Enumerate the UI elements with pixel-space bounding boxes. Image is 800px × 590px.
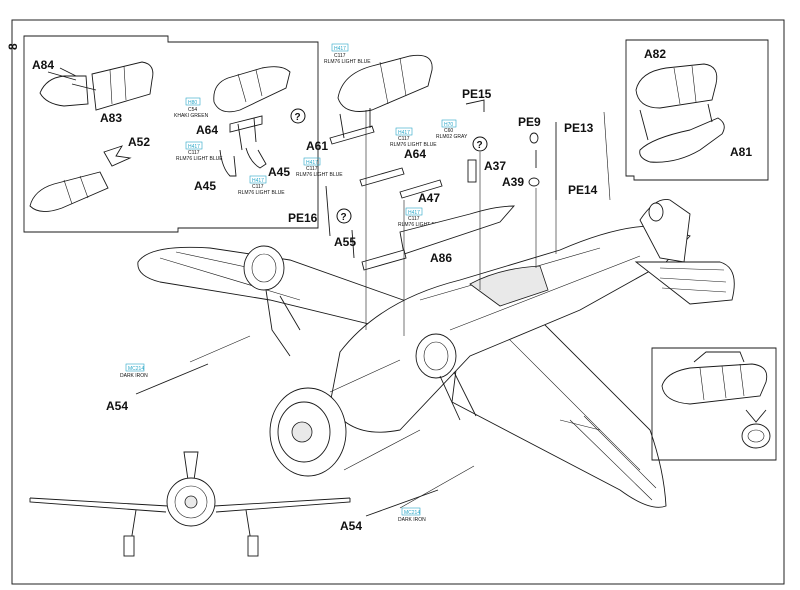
inset-box-top-right (625, 39, 769, 181)
color-callout-h70: H70 C60 RLM02 GRAY (436, 119, 468, 140)
svg-text:C117: C117 (408, 216, 420, 222)
label-a52: A52 (128, 135, 150, 149)
svg-text:MC214: MC214 (404, 510, 420, 516)
label-a86: A86 (430, 251, 452, 265)
part-a52-drawing (29, 145, 132, 212)
label-pe13: PE13 (564, 121, 594, 135)
inset-box-top-left (23, 35, 319, 233)
part-a54-rod-bottom (365, 489, 439, 517)
label-a45-left-b: A45 (268, 165, 290, 179)
svg-text:C117: C117 (306, 166, 318, 172)
svg-text:H417: H417 (398, 130, 410, 136)
label-a45-left-a: A45 (194, 179, 216, 193)
label-pe16: PE16 (288, 211, 318, 225)
label-a47: A47 (418, 191, 440, 205)
svg-text:C60: C60 (444, 128, 453, 134)
label-a61: A61 (306, 139, 328, 153)
svg-text:MC214: MC214 (128, 366, 144, 372)
part-a54-rod-left (135, 363, 209, 395)
svg-text:KHAKI GREEN: KHAKI GREEN (174, 113, 209, 119)
label-a81: A81 (730, 145, 752, 159)
aircraft-front-view (29, 451, 351, 557)
label-a54-left: A54 (106, 399, 128, 413)
label-a83: A83 (100, 111, 122, 125)
aircraft-main-drawing (137, 198, 735, 508)
svg-text:?: ? (477, 140, 483, 151)
part-drop-tank-center (337, 54, 433, 112)
part-a84-a83-drawing (39, 61, 154, 111)
label-a84: A84 (32, 58, 54, 72)
label-a37: A37 (484, 159, 506, 173)
label-a64-center: A64 (404, 147, 426, 161)
color-callout-mc214-b: MC214 DARK IRON (398, 507, 426, 523)
label-pe15: PE15 (462, 87, 492, 101)
svg-text:H417: H417 (306, 160, 318, 166)
color-callout-h417-f: H417 C117 RLM76 LIGHT BLUE (398, 207, 445, 228)
part-pe15 (465, 99, 485, 183)
color-callout-h417-a: H417 C117 RLM76 LIGHT BLUE (176, 141, 223, 162)
part-a64-bomb-drawing (213, 66, 291, 177)
part-a82-a81-drawing (635, 63, 725, 163)
svg-text:?: ? (295, 112, 301, 123)
svg-text:RLM02 GRAY: RLM02 GRAY (436, 134, 468, 140)
color-callout-h417-e: H417 C117 RLM76 LIGHT BLUE (296, 157, 343, 178)
svg-text:H80: H80 (188, 100, 197, 106)
label-a82: A82 (644, 47, 666, 61)
label-a39: A39 (502, 175, 524, 189)
svg-text:RLM76 LIGHT BLUE: RLM76 LIGHT BLUE (390, 142, 437, 148)
svg-text:C117: C117 (398, 136, 410, 142)
svg-text:C54: C54 (188, 107, 197, 113)
page-frame (11, 19, 785, 585)
svg-text:DARK IRON: DARK IRON (398, 517, 426, 523)
svg-text:RLM76 LIGHT BLUE: RLM76 LIGHT BLUE (324, 59, 371, 65)
part-pe16-rod (325, 185, 355, 259)
label-pe14: PE14 (568, 183, 598, 197)
svg-text:H417: H417 (334, 46, 346, 52)
color-callout-h417-d: H417 C117 RLM76 LIGHT BLUE (390, 127, 437, 148)
question-mark-icon: ? (336, 208, 352, 224)
svg-text:H70: H70 (444, 122, 453, 128)
svg-text:RLM76 LIGHT BLUE: RLM76 LIGHT BLUE (296, 172, 343, 178)
page-number: 8 (6, 43, 20, 50)
svg-text:C117: C117 (334, 53, 346, 59)
color-callout-h417-c: H417 C117 RLM76 LIGHT BLUE (324, 43, 371, 65)
svg-text:H417: H417 (252, 178, 264, 184)
svg-text:RLM76 LIGHT BLUE: RLM76 LIGHT BLUE (176, 156, 223, 162)
part-a86 (361, 205, 515, 271)
leader-lines (189, 110, 611, 509)
label-a55: A55 (334, 235, 356, 249)
svg-text:H417: H417 (188, 144, 200, 150)
svg-text:C117: C117 (188, 150, 200, 156)
svg-text:C117: C117 (252, 184, 264, 190)
color-callout-h80: H80 C54 KHAKI GREEN (174, 97, 209, 119)
color-callout-mc214-a: MC214 DARK IRON (120, 363, 148, 379)
color-callout-h417-b: H417 C117 RLM76 LIGHT BLUE (238, 175, 285, 196)
svg-text:?: ? (341, 212, 347, 223)
label-a64-left: A64 (196, 123, 218, 137)
svg-text:RLM76 LIGHT BLUE: RLM76 LIGHT BLUE (398, 222, 445, 228)
svg-text:RLM76 LIGHT BLUE: RLM76 LIGHT BLUE (238, 190, 285, 196)
svg-text:H417: H417 (408, 210, 420, 216)
label-pe9: PE9 (518, 115, 541, 129)
svg-text:DARK IRON: DARK IRON (120, 373, 148, 379)
label-a54-bottom: A54 (340, 519, 362, 533)
part-a61-rack (329, 108, 443, 199)
inset-box-bottom-right (651, 347, 777, 461)
part-pe9-a39 (528, 122, 557, 200)
question-mark-icon: ? (472, 136, 488, 152)
question-mark-icon: ? (290, 108, 306, 124)
